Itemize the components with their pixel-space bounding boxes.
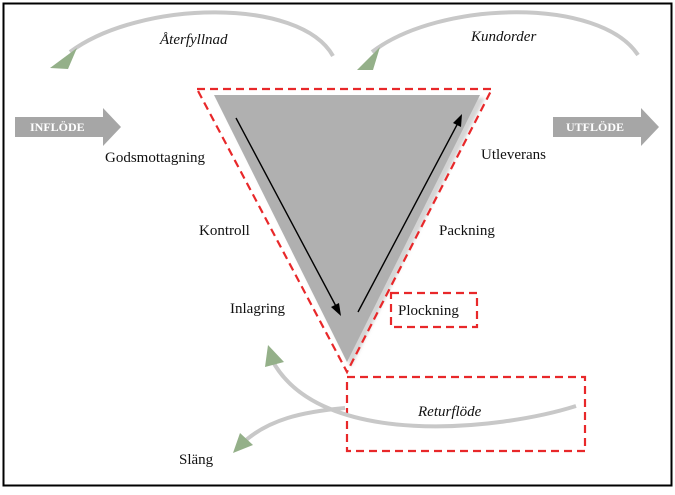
step-kontroll: Kontroll [199, 223, 250, 239]
discard-curved-arrow [233, 406, 346, 453]
step-plockning: Plockning [398, 303, 459, 319]
customer-order-curved-arrow [357, 10, 640, 70]
discard-arrowhead-icon [233, 433, 253, 453]
warehouse-triangle [214, 95, 480, 362]
warehouse-dashed-outline [195, 87, 494, 375]
picking-dashed-box [389, 291, 479, 329]
step-packning: Packning [439, 223, 495, 239]
outflow-label: UTFLÖDE [566, 120, 624, 134]
inbound-arrowhead-icon [331, 303, 341, 316]
return-flow-label: Returflöde [417, 404, 482, 420]
refill-arrowhead-icon [50, 48, 77, 69]
inflow-block-arrow [15, 108, 121, 146]
inbound-process-arrow [235, 117, 341, 316]
refill-curved-arrow [50, 10, 335, 69]
inflow-label: INFLÖDE [30, 120, 85, 134]
step-inlagring: Inlagring [230, 301, 285, 317]
outbound-process-arrow [357, 114, 462, 313]
return-flow-arrowhead-icon [265, 345, 284, 367]
refill-label: Återfyllnad [159, 32, 228, 48]
outbound-arrowhead-icon [453, 114, 462, 127]
frame-border [2, 2, 673, 487]
customer-order-label: Kundorder [470, 29, 536, 45]
outflow-block-arrow [553, 108, 659, 146]
customer-order-arrowhead-icon [357, 47, 380, 70]
step-godsmottagning: Godsmottagning [105, 150, 205, 166]
return-flow-curved-arrow [265, 345, 577, 429]
discard-label: Släng [179, 452, 214, 468]
step-utleverans: Utleverans [481, 147, 546, 163]
